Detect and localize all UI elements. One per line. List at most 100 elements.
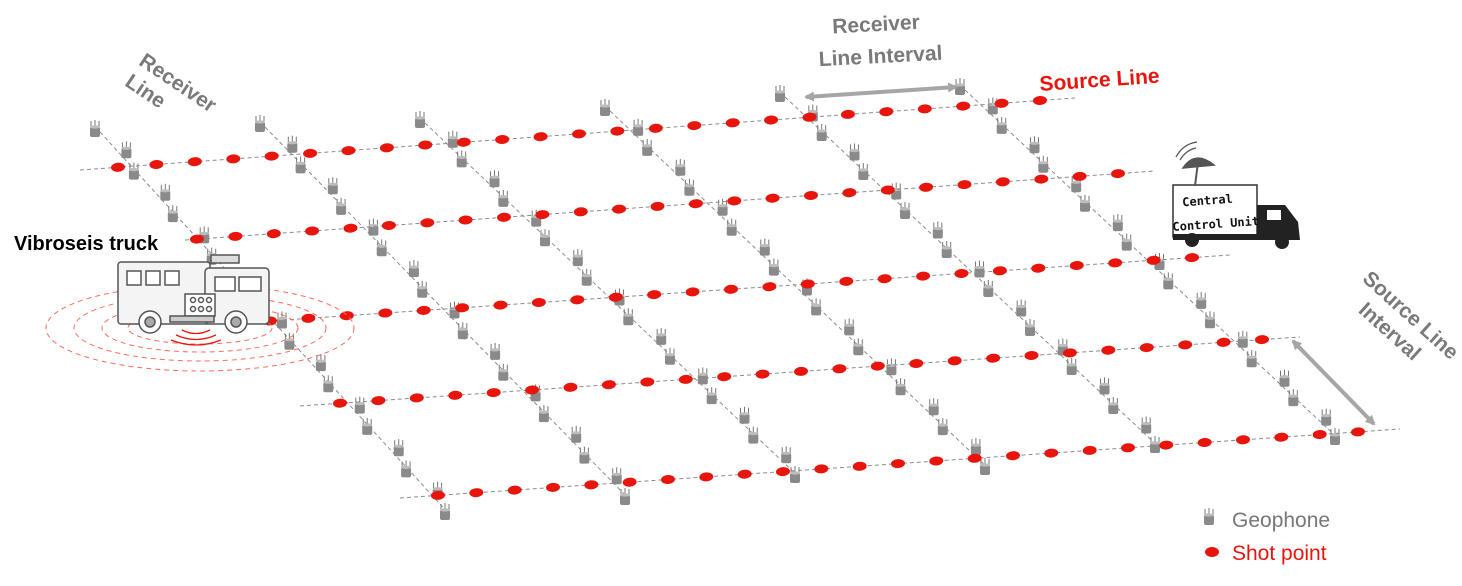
shot-point — [737, 469, 752, 479]
geophone-icon — [996, 116, 1008, 135]
source-line-4 — [299, 336, 1301, 407]
shot-point — [839, 276, 854, 286]
geophone-icon — [641, 138, 653, 157]
shot-point — [416, 305, 431, 315]
shot-point — [917, 104, 932, 114]
shot-point — [725, 118, 740, 128]
shot-point — [919, 182, 934, 192]
geophone-icon — [1024, 318, 1036, 337]
shot-point — [111, 162, 125, 172]
geophone-icon — [1195, 291, 1207, 310]
geophone-icon — [497, 363, 509, 382]
geophone-icon — [327, 176, 339, 195]
geophone-icon — [1037, 155, 1049, 174]
shot-point — [469, 488, 484, 498]
geophone-icon — [843, 317, 855, 336]
shot-point — [1024, 350, 1039, 361]
geophone-icon — [747, 426, 759, 445]
geophone-icon — [739, 406, 750, 425]
geophone-icon — [619, 487, 631, 506]
vibroseis-truck-label: Vibroseis truck — [14, 233, 159, 255]
shot-point-icon — [1205, 547, 1219, 557]
shot-point — [371, 396, 386, 406]
geophone-icon — [816, 123, 828, 142]
shot-point — [995, 177, 1010, 187]
shot-point — [877, 274, 892, 284]
geophone-icon — [655, 327, 667, 346]
shot-point — [842, 188, 857, 198]
geophone-icon — [539, 228, 551, 247]
geophone-icon — [489, 342, 501, 361]
shot-point — [840, 109, 855, 119]
geophone-icon — [932, 221, 944, 239]
geophone-icon — [683, 178, 695, 197]
shot-point — [379, 143, 394, 153]
shot-point — [967, 453, 982, 463]
shot-point — [678, 374, 693, 384]
shot-point — [431, 490, 445, 500]
shot-point — [455, 303, 470, 313]
shot-point — [610, 126, 625, 136]
shot-point — [648, 123, 663, 133]
shot-point — [266, 229, 281, 239]
shot-point — [687, 121, 702, 131]
shot-point — [381, 220, 396, 231]
shot-point — [699, 472, 714, 482]
shot-point — [448, 390, 463, 400]
shot-point — [1185, 253, 1199, 263]
shot-point — [1031, 263, 1046, 273]
geophone-icon — [768, 258, 780, 277]
shot-point — [495, 134, 510, 145]
shot-point — [187, 157, 202, 167]
shot-point — [640, 377, 655, 387]
receiver-line-interval-arrow — [804, 82, 958, 102]
shot-point — [456, 137, 471, 147]
shot-point — [727, 196, 742, 206]
geophone-icon — [706, 386, 718, 405]
geophone-icon — [1162, 271, 1174, 290]
shot-point — [832, 364, 847, 374]
geophone-icon — [941, 240, 953, 259]
legend: Geophone Shot point — [1203, 507, 1330, 565]
shot-point — [765, 193, 780, 203]
geophone-icon — [570, 425, 582, 444]
shot-point — [717, 372, 732, 382]
shot-point — [852, 461, 867, 471]
geophone-icon — [581, 268, 593, 287]
shot-point — [800, 279, 815, 289]
shot-point — [305, 226, 320, 236]
geophone-icon — [354, 396, 366, 415]
geophone-icon — [664, 347, 676, 366]
geophone-icon — [335, 197, 347, 216]
geophone-icon — [167, 204, 179, 223]
geophone-icon — [414, 110, 426, 129]
shot-point — [1178, 340, 1193, 350]
legend-shot-point-label: Shot point — [1232, 542, 1327, 565]
control-unit-truck-icon — [1172, 184, 1300, 249]
shot-point — [776, 467, 790, 477]
shot-point — [226, 154, 241, 164]
shot-point — [1033, 95, 1047, 106]
shot-point — [650, 201, 665, 211]
geophone-icon — [361, 417, 373, 436]
geophone-icon — [632, 118, 644, 137]
geophone-icon — [1107, 396, 1119, 415]
shot-point — [339, 311, 354, 321]
shot-point — [497, 212, 511, 222]
satellite-dish-icon — [1175, 141, 1216, 187]
geophone-icon — [611, 466, 623, 485]
shot-point — [994, 98, 1009, 108]
shot-point — [343, 223, 358, 233]
shot-point — [916, 271, 931, 281]
geophone-icon — [974, 260, 985, 278]
shot-point — [420, 218, 435, 228]
geophone-icon — [622, 307, 634, 326]
shot-point — [570, 295, 585, 305]
geophone-icon — [1099, 377, 1110, 395]
geophone-icon — [885, 357, 897, 376]
shot-point — [149, 159, 164, 170]
shot-point — [572, 129, 586, 139]
shot-point — [1159, 440, 1174, 450]
shot-point — [1274, 432, 1289, 442]
shot-point — [891, 459, 905, 469]
